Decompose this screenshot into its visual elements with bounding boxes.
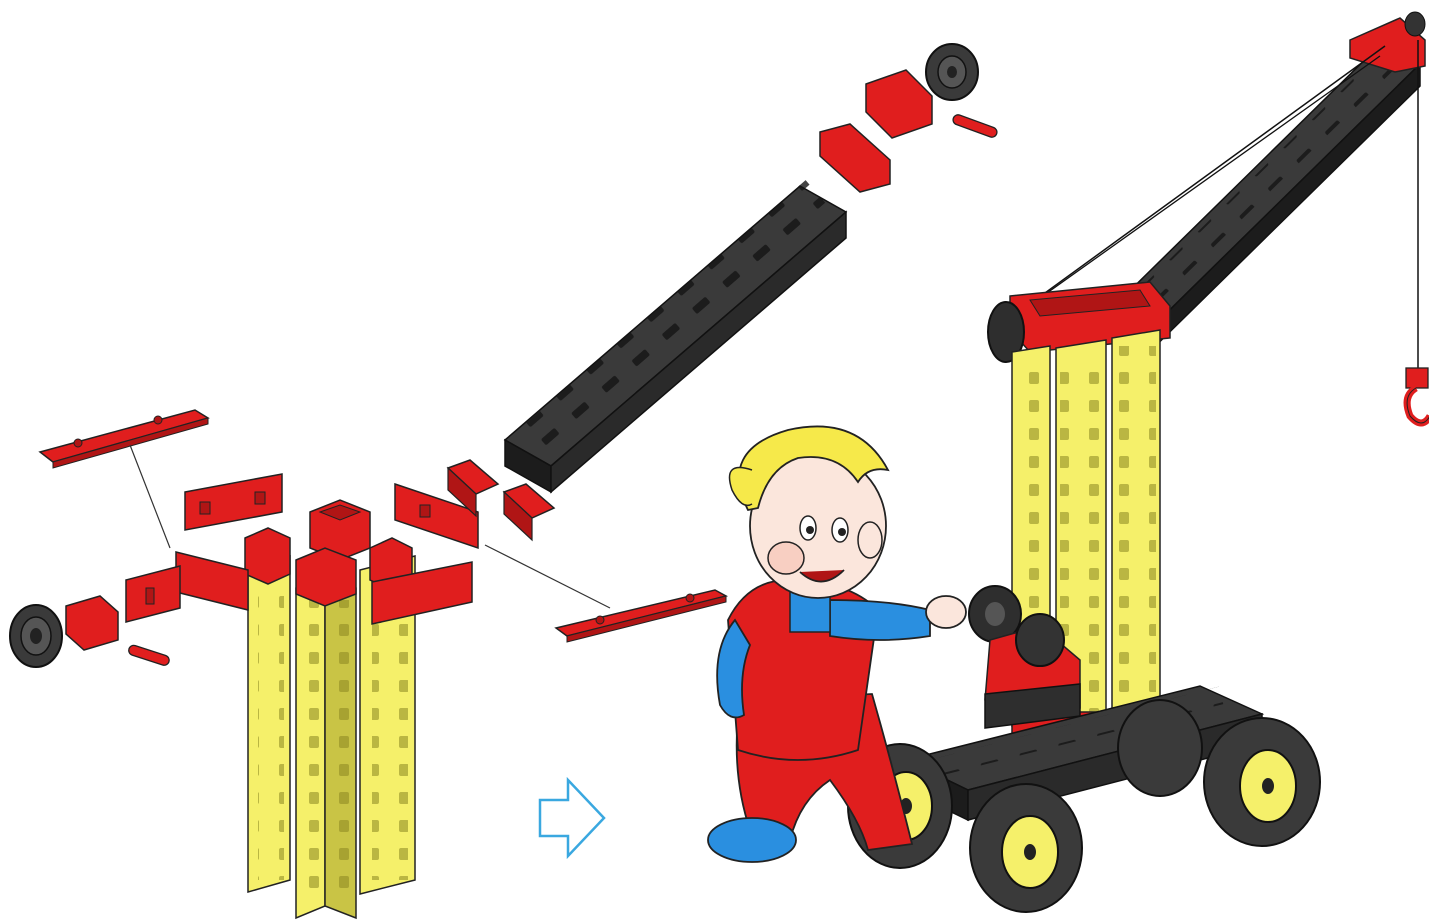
red-thin-plate-top — [38, 409, 210, 469]
crane-cable — [1004, 45, 1386, 323]
crane-cable — [994, 55, 1381, 331]
black-beam — [503, 180, 851, 494]
crane-winch — [968, 585, 1081, 729]
outline-arrow-right-icon — [538, 776, 606, 860]
red-panel-right — [394, 482, 479, 550]
crane-boom — [1098, 11, 1426, 368]
assembly-guide-line — [129, 444, 171, 549]
red-panel-left — [184, 473, 283, 531]
red-thin-plate-right — [554, 589, 729, 643]
top-exploded-parts — [819, 43, 998, 193]
left-wheel-set — [9, 565, 181, 668]
finished-crane — [847, 11, 1429, 913]
exploded-parts — [9, 43, 998, 920]
crane-wheel-front-right — [1203, 717, 1321, 847]
crane-wheel-front-left — [969, 783, 1083, 913]
hook-icon — [1403, 367, 1429, 427]
assembly-guide-line — [484, 544, 611, 609]
child-character — [707, 425, 967, 863]
red-cap-center — [309, 499, 371, 561]
crane-wheel-rear-right — [1117, 699, 1203, 797]
red-corner-blocks — [446, 459, 556, 542]
yellow-column-assembly — [175, 527, 473, 920]
